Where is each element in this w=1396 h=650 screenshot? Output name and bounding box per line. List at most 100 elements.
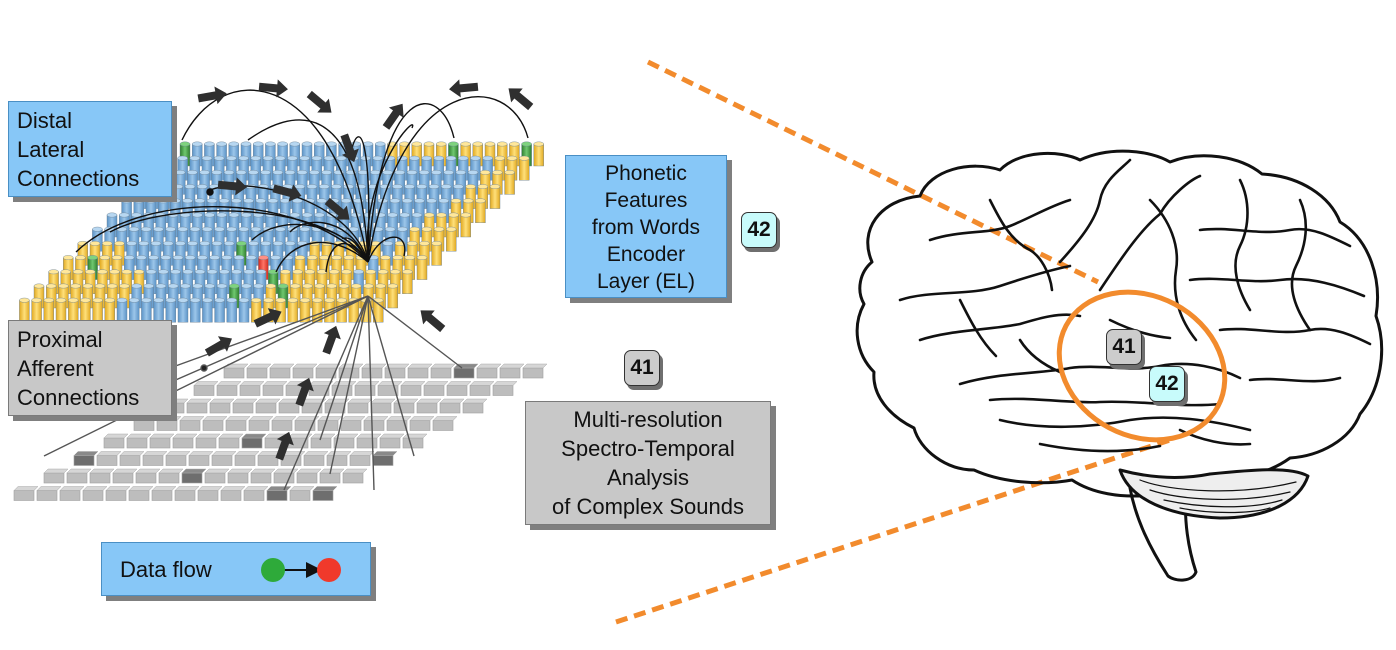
projection-line-bottom [615, 437, 1171, 625]
cortex-column [416, 257, 428, 280]
input-cell [347, 402, 369, 414]
cortex-column [287, 300, 298, 323]
input-cell [89, 472, 111, 484]
input-cell [105, 490, 127, 501]
input-cell [133, 420, 155, 431]
cortex-column [177, 300, 189, 323]
flow-arrow-icon [449, 79, 479, 98]
cortex-column [202, 300, 213, 323]
flow-arrow-icon [382, 103, 404, 130]
phonetic-line-3: from Words [591, 216, 701, 239]
input-cell [156, 420, 178, 431]
cortex-column [504, 172, 515, 195]
input-cell [266, 490, 288, 501]
cortex-column [80, 300, 91, 323]
badge-42-brain: 42 [1149, 366, 1185, 402]
input-cell [340, 420, 362, 431]
input-cell [342, 472, 364, 484]
cortex-cylinder-layer [19, 141, 544, 323]
input-cell [372, 455, 394, 466]
input-cell [324, 402, 346, 414]
input-cell [227, 472, 249, 484]
input-cell [423, 385, 445, 396]
input-cell [96, 455, 118, 466]
input-cell [179, 420, 201, 431]
cerebellum-folia [1139, 479, 1297, 514]
cortex-column [226, 300, 238, 323]
flow-arrow-icon [420, 310, 446, 333]
input-cell [384, 367, 406, 379]
cortex-column [489, 186, 501, 209]
input-cell [402, 437, 424, 449]
input-cell [310, 437, 332, 449]
cortex-column [19, 300, 30, 323]
input-cell [246, 367, 268, 379]
input-cell [128, 490, 150, 501]
flow-arrows [197, 79, 534, 461]
input-cell [43, 472, 65, 484]
input-cell [292, 367, 314, 379]
input-cell [36, 490, 58, 501]
input-cell [234, 455, 256, 466]
input-cell [216, 385, 238, 396]
input-cell [326, 455, 348, 466]
brainstem [1128, 486, 1198, 582]
green-dot-icon [261, 558, 285, 582]
cerebellum [1118, 468, 1310, 520]
input-cell [446, 385, 468, 396]
input-cell [126, 437, 148, 449]
cortex-column [67, 300, 79, 323]
input-cell [188, 455, 210, 466]
flow-arrow-icon [272, 184, 302, 202]
input-cell [393, 402, 415, 414]
input-cell [151, 490, 173, 501]
input-cell [499, 367, 521, 379]
flow-arrow-icon [258, 79, 288, 98]
input-cell [103, 437, 125, 449]
input-cell [209, 402, 231, 414]
flow-arrow-icon [197, 86, 227, 105]
input-cell [432, 420, 454, 431]
input-cell [239, 385, 261, 396]
lateral-arcs [75, 89, 529, 273]
spectro-line-3: Analysis [607, 465, 689, 490]
cortex-column [533, 143, 544, 167]
distal-lateral-label: Distal Lateral Connections [8, 101, 172, 197]
input-cell [453, 367, 475, 379]
distal-line-1: Distal [17, 108, 73, 133]
distal-line-3: Connections [17, 166, 140, 191]
input-cell [278, 402, 300, 414]
cortex-column [519, 157, 530, 181]
flow-arrow-icon [204, 336, 232, 357]
input-cell [312, 490, 334, 501]
input-cell [225, 420, 247, 431]
input-cell [73, 455, 95, 466]
phonetic-features-label: Phonetic Features from Words Encoder Lay… [565, 155, 727, 298]
cortex-column [238, 300, 250, 323]
spectro-temporal-label: Multi-resolution Spectro-Temporal Analys… [525, 401, 771, 525]
cortex-column [104, 300, 116, 323]
input-cell [407, 367, 429, 379]
input-cell [174, 490, 196, 501]
spectro-line-2: Spectro-Temporal [561, 436, 735, 461]
projection-line-top [646, 59, 1100, 285]
input-cell [204, 472, 226, 484]
input-cell [522, 367, 544, 379]
input-cell [250, 472, 272, 484]
input-cell [363, 420, 385, 431]
proximal-line-1: Proximal [17, 327, 103, 352]
data-flow-legend: Data flow [101, 542, 371, 596]
input-cell [271, 420, 293, 431]
proximal-input-grid [13, 363, 548, 501]
input-cell [232, 402, 254, 414]
proximal-line-2: Afferent [17, 356, 94, 381]
input-cell [439, 402, 461, 414]
cortex-column [446, 228, 457, 252]
input-cell [296, 472, 318, 484]
flow-arrow-icon [306, 90, 332, 113]
input-cell [462, 402, 484, 414]
input-cell [492, 385, 514, 396]
input-cell [59, 490, 81, 501]
cortex-column [402, 271, 413, 294]
